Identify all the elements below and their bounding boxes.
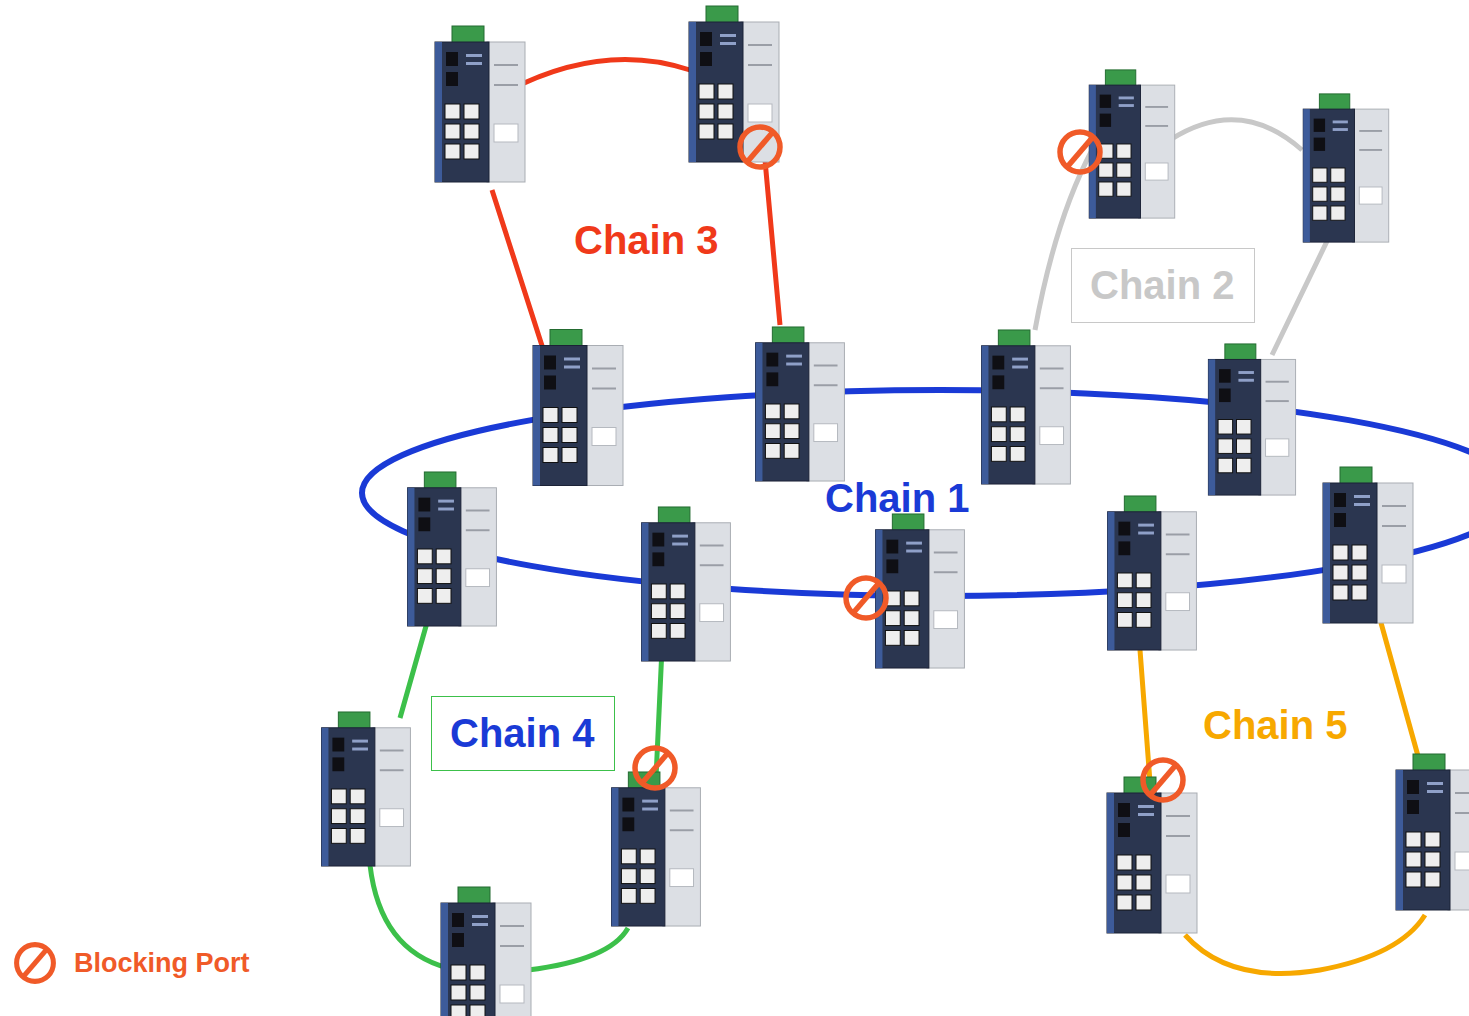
chain-name: Chain 1 <box>825 476 969 520</box>
switch-icon <box>1089 70 1175 218</box>
chain-name: Chain 4 <box>450 711 596 755</box>
legend-text: Blocking Port <box>74 948 250 979</box>
switch-icon <box>1107 777 1197 933</box>
legend-swatch <box>12 940 58 986</box>
chain-name: Chain 5 <box>1203 703 1347 747</box>
blocking-port-symbol <box>24 950 46 976</box>
switch-icon <box>441 887 531 1016</box>
switch-icon <box>1396 754 1469 910</box>
chain-label-box: Chain 2 <box>1071 248 1255 323</box>
switch-icon <box>1323 467 1413 623</box>
blocking-port-symbol <box>846 578 886 618</box>
switch-icon <box>408 472 497 626</box>
switch-icon <box>1208 344 1295 495</box>
chain-name: Chain 2 <box>1090 263 1236 307</box>
blocking-port-symbol <box>1060 132 1100 172</box>
switch-icon <box>642 507 731 661</box>
switch-icon <box>982 330 1071 484</box>
switch-icon <box>612 772 701 926</box>
blocking-port-symbol <box>1143 760 1183 800</box>
blocking-port-symbol <box>17 945 54 982</box>
switch-icon <box>756 327 845 481</box>
ring-line <box>1035 120 1330 355</box>
chain-name: Chain 3 <box>574 218 718 262</box>
switch-icon <box>533 330 623 486</box>
blocking-port-symbol <box>740 127 780 167</box>
switch-icon <box>1108 496 1197 650</box>
switch-icon <box>435 26 525 182</box>
switch-icon <box>322 712 411 866</box>
switch-icon <box>1303 94 1389 242</box>
switch-icon <box>876 514 965 668</box>
chain-label-box: Chain 4 <box>431 696 615 771</box>
legend-entry: Blocking Port <box>12 940 250 986</box>
blocking-port-symbol <box>635 748 675 788</box>
